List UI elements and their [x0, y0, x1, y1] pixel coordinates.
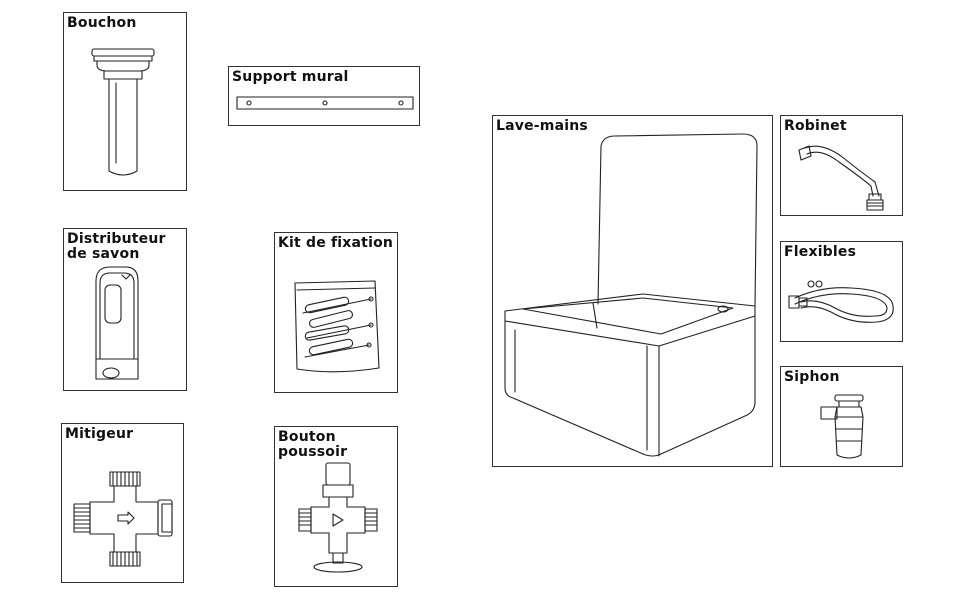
mitigeur-illustration: [73, 471, 173, 567]
bouton-poussoir-illustration: [298, 462, 378, 573]
lave-mains-illustration: [504, 133, 758, 457]
panel-mitigeur: Mitigeur: [61, 423, 184, 583]
panel-flexibles: Flexibles: [780, 241, 903, 342]
panel-bouton-poussoir: Bouton poussoir: [274, 426, 398, 587]
panel-siphon: Siphon: [780, 366, 903, 467]
label-lave-mains: Lave-mains: [496, 118, 588, 134]
label-distributeur-savon: Distributeur de savon: [67, 231, 166, 262]
label-kit-fixation: Kit de fixation: [278, 235, 394, 251]
kit-fixation-illustration: [294, 280, 380, 373]
label-mitigeur: Mitigeur: [65, 426, 134, 442]
label-bouton-poussoir: Bouton poussoir: [278, 429, 348, 460]
label-flexibles: Flexibles: [784, 244, 857, 260]
support-mural-illustration: [236, 96, 414, 110]
flexibles-illustration: [788, 280, 894, 323]
panel-support-mural: Support mural: [228, 66, 420, 126]
distributeur-savon-illustration: [95, 266, 139, 380]
label-support-mural: Support mural: [232, 69, 349, 85]
label-robinet: Robinet: [784, 118, 847, 134]
panel-distributeur-savon: Distributeur de savon: [63, 228, 187, 391]
siphon-illustration: [820, 394, 864, 459]
label-bouchon: Bouchon: [67, 15, 137, 31]
panel-robinet: Robinet: [780, 115, 903, 216]
panel-bouchon: Bouchon: [63, 12, 187, 191]
panel-lave-mains: Lave-mains: [492, 115, 773, 467]
bouchon-illustration: [91, 48, 155, 176]
label-siphon: Siphon: [784, 369, 840, 385]
robinet-illustration: [798, 145, 884, 211]
panel-kit-fixation: Kit de fixation: [274, 232, 398, 393]
